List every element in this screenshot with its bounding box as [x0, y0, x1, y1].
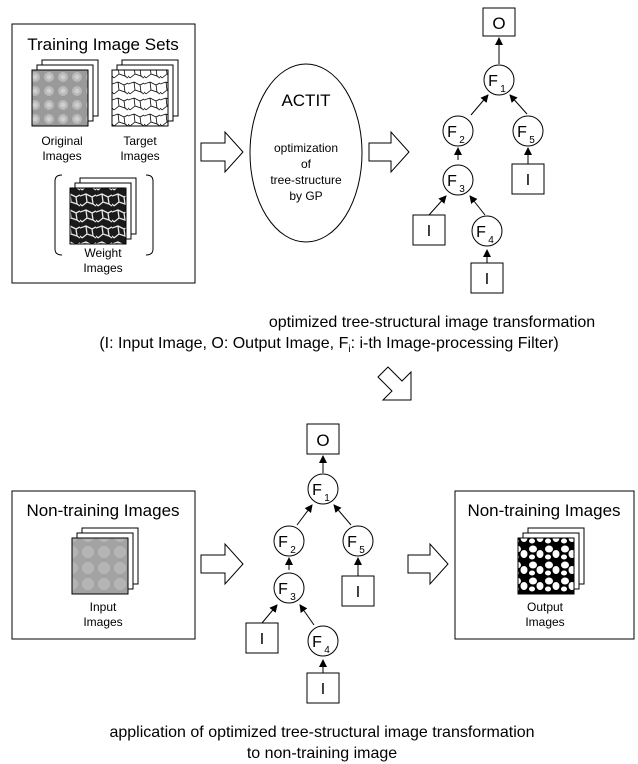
bottom-f3-sub: 3 [290, 592, 296, 603]
top-f5-letter: F [517, 124, 527, 141]
top-input-label-f5: I [526, 172, 530, 189]
bottom-input-node-f5 [341, 575, 375, 607]
top-f4-letter: F [476, 224, 486, 241]
bottom-f3-letter: F [278, 581, 288, 598]
bottom-f2-letter: F [278, 534, 288, 551]
target-label-1: Target [123, 134, 157, 148]
top-f4-sub: 4 [488, 235, 494, 246]
output-label-1: Output [527, 600, 564, 614]
top-input-label-f4: I [485, 271, 489, 288]
nontraining-input-box: Non-training Images Input Images [11, 490, 196, 640]
actit-desc-3: tree-structure [270, 173, 342, 187]
weight-label-2: Images [83, 261, 122, 275]
bottom-input-label-f3: I [260, 631, 264, 648]
caption-bottom-line2: to non-training image [247, 745, 397, 762]
bottom-output-label: O [316, 431, 329, 450]
output-label-2: Images [525, 615, 564, 629]
bottom-filter-node-f5 [342, 525, 374, 557]
top-f1-letter: F [488, 73, 498, 90]
flow-arrow-training-to-actit [200, 130, 244, 174]
bottom-input-label-f5: I [356, 584, 360, 601]
target-images-stack [111, 59, 179, 127]
bottom-input-label-f4: I [321, 681, 325, 698]
top-f1-sub: 1 [500, 84, 506, 95]
nontraining-output-title: Non-training Images [467, 501, 620, 520]
bottom-f4-letter: F [312, 634, 322, 651]
training-title: Training Image Sets [27, 35, 179, 54]
bottom-tree: O F 1 F 2 F 5 I F 3 I F 4 I [245, 423, 375, 704]
top-f3-letter: F [447, 173, 457, 190]
original-label-1: Original [41, 134, 82, 148]
weight-label-1: Weight [84, 246, 122, 260]
top-input-label-f3: I [427, 223, 431, 240]
top-tree: O F 1 F 2 F 5 I F 3 I F 4 I [412, 7, 545, 294]
bottom-input-node-f3 [245, 622, 279, 654]
flow-arrow-diagonal [377, 366, 412, 401]
top-f3-sub: 3 [459, 184, 465, 195]
input-label-2: Images [83, 615, 122, 629]
top-output-label: O [492, 14, 505, 33]
input-images-stack [71, 527, 139, 595]
bottom-f5-sub: 5 [359, 545, 365, 556]
nontraining-output-box: Non-training Images Output Images [454, 490, 635, 640]
top-filter-node-f4 [471, 215, 503, 247]
bottom-f1-sub: 1 [324, 493, 330, 504]
top-filter-node-f2 [442, 115, 474, 147]
top-input-node-f4 [470, 262, 504, 294]
top-f2-letter: F [447, 124, 457, 141]
bottom-input-node-f4 [306, 672, 340, 704]
bottom-f1-letter: F [312, 482, 322, 499]
weight-images-stack [54, 174, 154, 256]
caption-bottom-line1: application of optimized tree-structural… [109, 724, 534, 741]
nontraining-input-title: Non-training Images [26, 501, 179, 520]
top-output-node [482, 7, 516, 37]
training-image-sets-box: Training Image Sets Original Images Targ… [11, 23, 196, 284]
top-f5-sub: 5 [529, 135, 535, 146]
original-images-stack [31, 59, 99, 127]
bottom-output-node [306, 423, 340, 455]
caption-top-line2: (I: Input Image, O: Output Image, Fi: i-… [99, 335, 558, 355]
bottom-filter-node-f2 [273, 525, 305, 557]
bottom-filter-node-f1 [307, 473, 339, 505]
caption-top-line1: optimized tree-structural image transfor… [269, 314, 595, 331]
bottom-f4-sub: 4 [324, 645, 330, 656]
bottom-filter-node-f4 [307, 625, 339, 657]
flow-arrow-actit-to-tree [368, 130, 410, 174]
top-filter-node-f1 [483, 64, 515, 96]
input-label-1: Input [90, 600, 117, 614]
top-input-node-f5 [511, 163, 545, 195]
flow-arrow-input-to-tree [200, 542, 244, 586]
bottom-f2-sub: 2 [290, 545, 296, 556]
actit-desc-1: optimization [274, 141, 338, 155]
actit-ellipse: ACTIT optimization of tree-structure by … [249, 63, 363, 243]
target-label-2: Images [120, 149, 159, 163]
actit-desc-2: of [301, 157, 312, 171]
output-images-stack [517, 527, 585, 595]
actit-desc-4: by GP [289, 189, 322, 203]
top-f2-sub: 2 [459, 135, 465, 146]
bottom-filter-node-f3 [273, 572, 305, 604]
original-label-2: Images [42, 149, 81, 163]
actit-title: ACTIT [281, 91, 330, 110]
top-input-node-f3 [412, 214, 446, 246]
bottom-f5-letter: F [347, 534, 357, 551]
flow-arrow-tree-to-output [407, 542, 449, 586]
top-filter-node-f5 [512, 115, 544, 147]
top-filter-node-f3 [442, 164, 474, 196]
